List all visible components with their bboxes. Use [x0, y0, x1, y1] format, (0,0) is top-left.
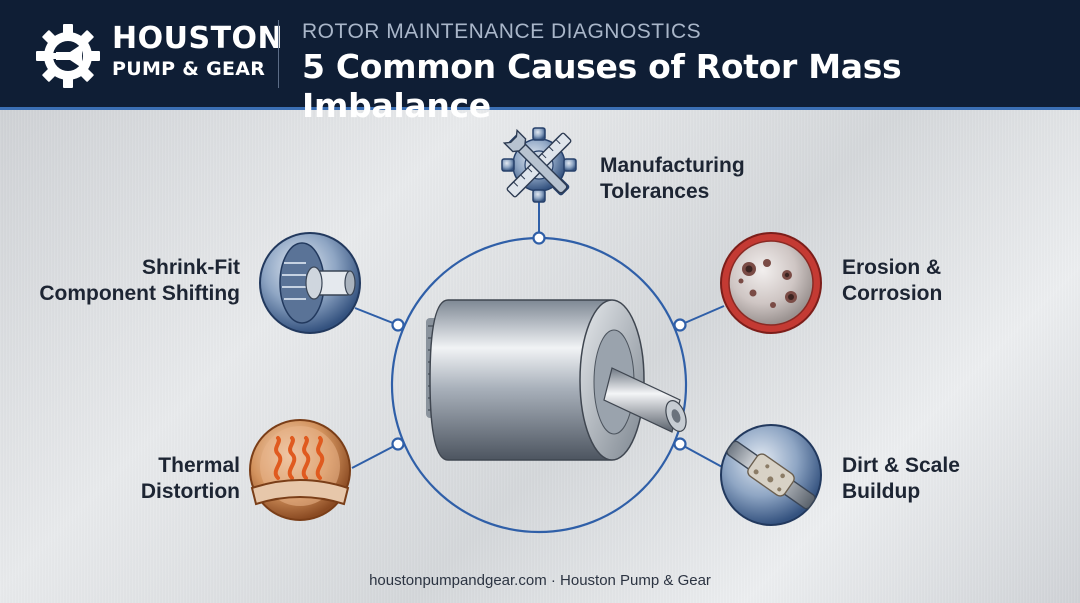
corroded-surface-icon: [720, 232, 822, 334]
brand-wordmark: HOUSTON PUMP & GEAR: [112, 24, 283, 79]
page-subtitle: ROTOR MAINTENANCE DIAGNOSTICS: [302, 20, 702, 43]
cause-label-line1: Dirt & Scale: [842, 454, 960, 477]
cause-label-line2: Tolerances: [600, 180, 710, 203]
cause-label-erosion: Erosion & Corrosion: [842, 255, 942, 307]
cause-label-line1: Manufacturing: [600, 154, 745, 177]
heat-waves-icon: [249, 419, 351, 521]
shrink-fit-rotor-icon: [259, 232, 361, 334]
cause-label-line2: Buildup: [842, 480, 921, 503]
header-divider: [278, 20, 279, 88]
cause-label-thermal: Thermal Distortion: [20, 453, 240, 505]
ring-nodes: [391, 231, 687, 451]
cause-label-line2: Distortion: [140, 480, 240, 503]
cause-label-shrink-fit: Shrink-Fit Component Shifting: [20, 255, 240, 307]
connector-lines: [351, 192, 725, 469]
header-bar: HOUSTON PUMP & GEAR ROTOR MAINTENANCE DI…: [0, 0, 1080, 125]
footer-credit: houstonpumpandgear.com · Houston Pump & …: [369, 572, 711, 589]
page-title: 5 Common Causes of Rotor Mass Imbalance: [302, 47, 902, 125]
cause-label-line2: Corrosion: [842, 282, 943, 305]
cause-label-manufacturing: Manufacturing Tolerances: [600, 153, 745, 205]
cause-label-dirt-scale: Dirt & Scale Buildup: [842, 453, 960, 505]
cause-label-line1: Erosion &: [842, 256, 942, 279]
brand-name-line1: HOUSTON: [112, 21, 284, 56]
gear-horn-icon: [36, 24, 100, 88]
cause-label-line1: Thermal: [158, 454, 240, 477]
cause-label-line1: Shrink-Fit: [142, 256, 240, 279]
scaled-shaft-icon: [720, 424, 822, 526]
cause-label-line2: Component Shifting: [39, 282, 240, 305]
rotor-assembly-icon: [426, 299, 687, 461]
ruler-wrench-gear-icon: [501, 127, 577, 203]
brand-name-line2: PUMP & GEAR: [112, 58, 266, 80]
